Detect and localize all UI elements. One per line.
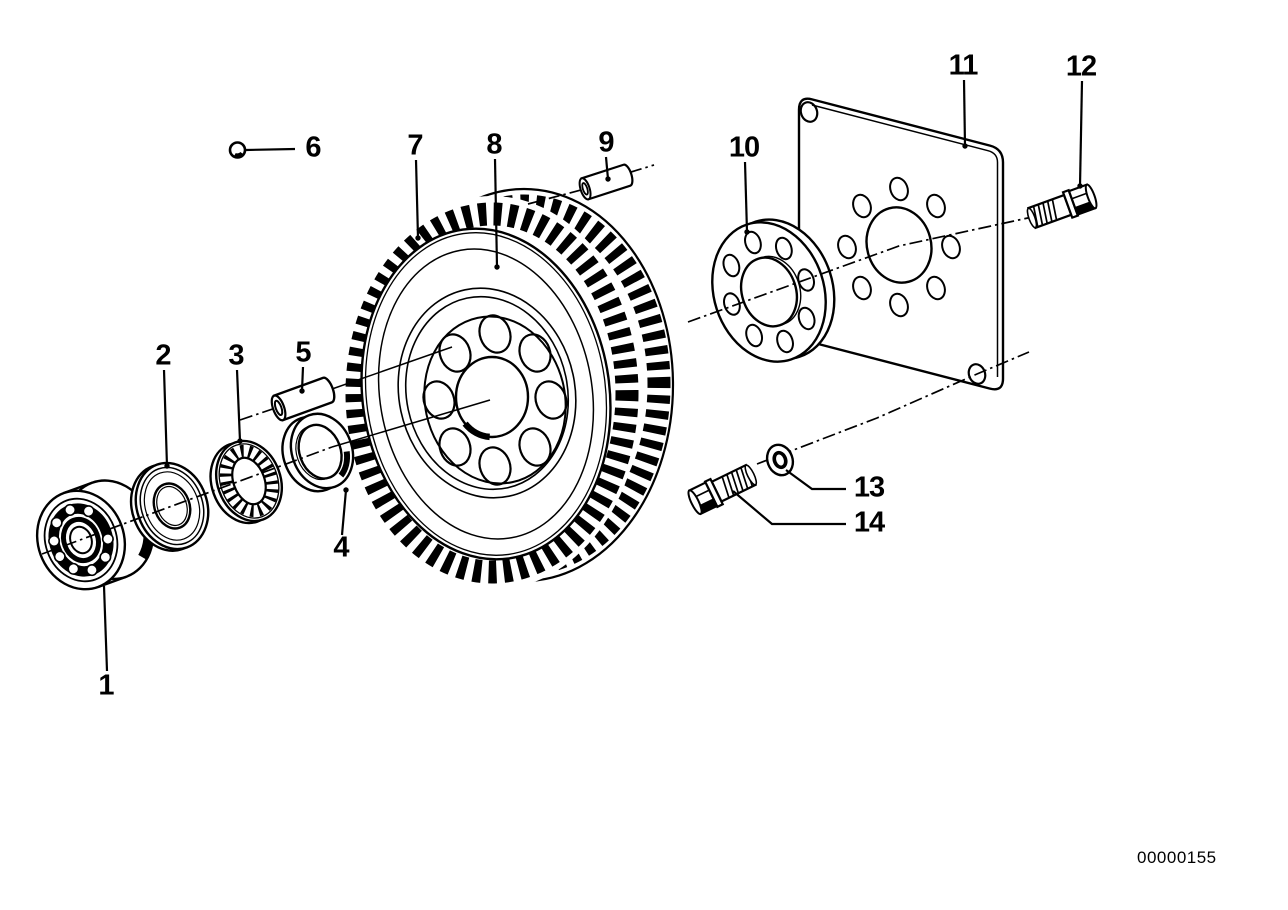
callout-2[interactable]: 2 [155, 339, 171, 372]
center-axis-lines [41, 164, 1038, 555]
callout-10[interactable]: 10 [728, 131, 760, 164]
callout-13[interactable]: 13 [853, 471, 885, 504]
flywheel-with-ring-gear [342, 187, 675, 590]
cover-plate [797, 97, 1005, 391]
ball [228, 141, 247, 159]
washer [765, 443, 795, 477]
hex-bolt-upper [1026, 183, 1098, 230]
callout-6[interactable]: 6 [305, 131, 321, 164]
callout-7[interactable]: 7 [407, 129, 423, 162]
dowel-sleeve [270, 376, 336, 422]
callout-11[interactable]: 11 [948, 49, 979, 82]
callout-8[interactable]: 8 [486, 128, 502, 161]
callout-4[interactable]: 4 [333, 531, 349, 564]
callout-14[interactable]: 14 [853, 506, 885, 539]
needle-bearing [209, 439, 283, 525]
callout-3[interactable]: 3 [228, 339, 244, 372]
dowel-pin [578, 163, 634, 201]
callout-9[interactable]: 9 [598, 126, 614, 159]
hex-bolt-lower [687, 463, 758, 516]
plate-bolt-holes [837, 176, 961, 318]
hub-bolt-holes [422, 314, 568, 486]
bearing-balls [48, 503, 114, 577]
leader-lines [102, 79, 1084, 672]
callout-1[interactable]: 1 [98, 669, 114, 702]
callout-12[interactable]: 12 [1065, 50, 1097, 83]
callout-5[interactable]: 5 [295, 336, 311, 369]
doc-number: 00000155 [1137, 848, 1217, 867]
